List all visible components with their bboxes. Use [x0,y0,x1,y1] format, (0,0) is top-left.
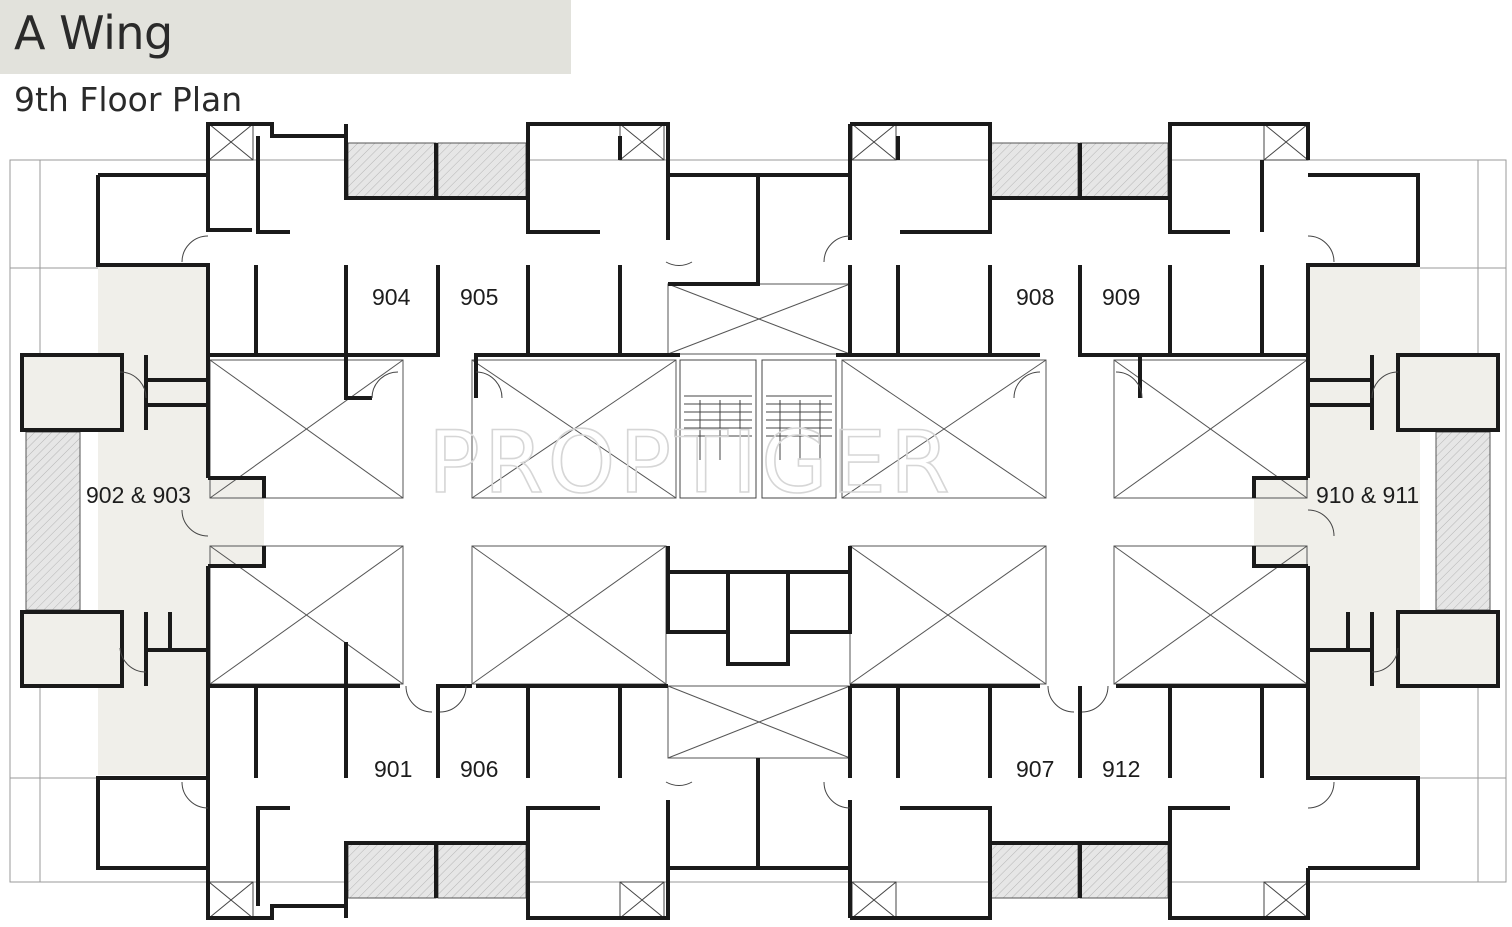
unit-label-907: 907 [1016,756,1054,782]
watermark: PROPTIGER [428,413,954,513]
unit-label-901: 901 [374,756,412,782]
unit-label-902-903: 902 & 903 [86,482,191,508]
unit-label-906: 906 [460,756,498,782]
title-band [0,0,571,74]
unit-label-905: 905 [460,284,498,310]
door-swings [119,235,1399,809]
staircase [679,359,837,499]
unit-label-909: 909 [1102,284,1140,310]
unit-label-908: 908 [1016,284,1054,310]
unit-label-912: 912 [1102,756,1140,782]
floor-plan-subtitle: 9th Floor Plan [14,80,243,119]
shaded-units [22,265,1498,775]
unit-label-910-911: 910 & 911 [1316,482,1419,508]
unit-label-904: 904 [372,284,411,310]
balconies [25,142,1491,899]
walls [20,122,1500,920]
wing-title: A Wing [14,6,173,60]
